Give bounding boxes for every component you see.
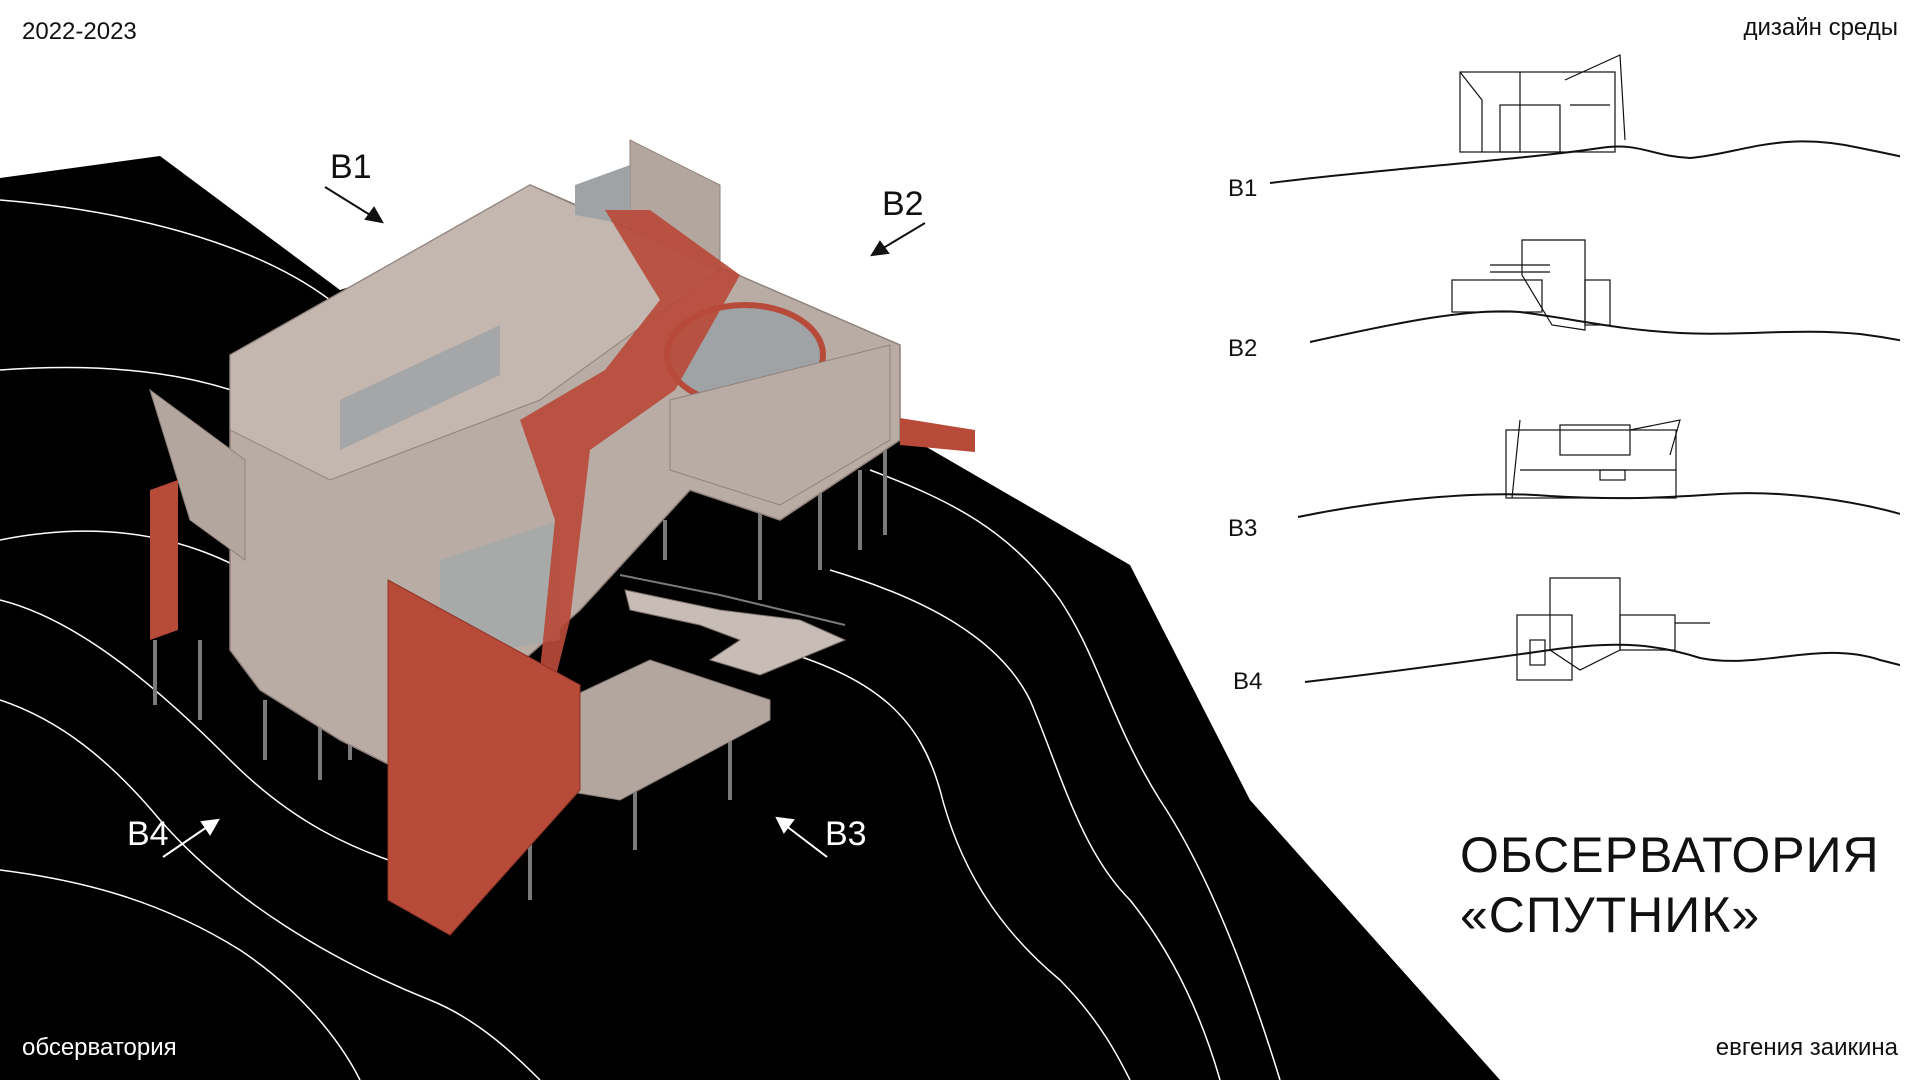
year-label: 2022-2023 <box>22 18 137 45</box>
title-line-2: «СПУТНИК» <box>1460 887 1761 943</box>
window-band <box>340 325 500 450</box>
section-label-b2: B2 <box>1228 335 1258 362</box>
building-axonometry <box>149 139 975 936</box>
view-arrow-b3 <box>775 816 828 858</box>
view-label-b1: B1 <box>330 148 372 186</box>
red-cantilever <box>900 418 975 452</box>
view-label-b4: B4 <box>127 815 169 853</box>
discipline-label: дизайн среды <box>1743 14 1898 41</box>
view-arrow-b2 <box>870 222 926 257</box>
right-volume <box>669 344 891 506</box>
view-arrow-b4 <box>162 818 220 858</box>
elevation-b3 <box>1297 419 1900 518</box>
elevation-b1 <box>1269 54 1900 184</box>
view-arrow-b1 <box>324 186 384 224</box>
title-line-1: ОБСЕРВАТОРИЯ <box>1460 827 1880 883</box>
view-label-b2: B2 <box>882 185 924 223</box>
elevation-b2 <box>1309 239 1900 343</box>
author-label: евгения заикина <box>1715 1034 1898 1061</box>
stair-railing <box>619 574 846 626</box>
red-roof-beam <box>520 210 740 680</box>
project-type-label: обсерватория <box>22 1034 177 1061</box>
left-wing <box>149 388 246 561</box>
stilts <box>153 450 887 900</box>
exterior-stair <box>624 589 847 676</box>
section-label-b1: B1 <box>1228 175 1258 202</box>
section-label-b3: B3 <box>1228 515 1258 542</box>
red-left-post <box>150 480 178 640</box>
project-title: ОБСЕРВАТОРИЯ «СПУТНИК» <box>1460 825 1900 945</box>
red-front-blade <box>387 579 581 936</box>
elevation-b4 <box>1304 577 1900 683</box>
view-label-b3: B3 <box>825 815 867 853</box>
elevations-panel <box>1269 54 1900 683</box>
section-label-b4: B4 <box>1233 668 1263 695</box>
